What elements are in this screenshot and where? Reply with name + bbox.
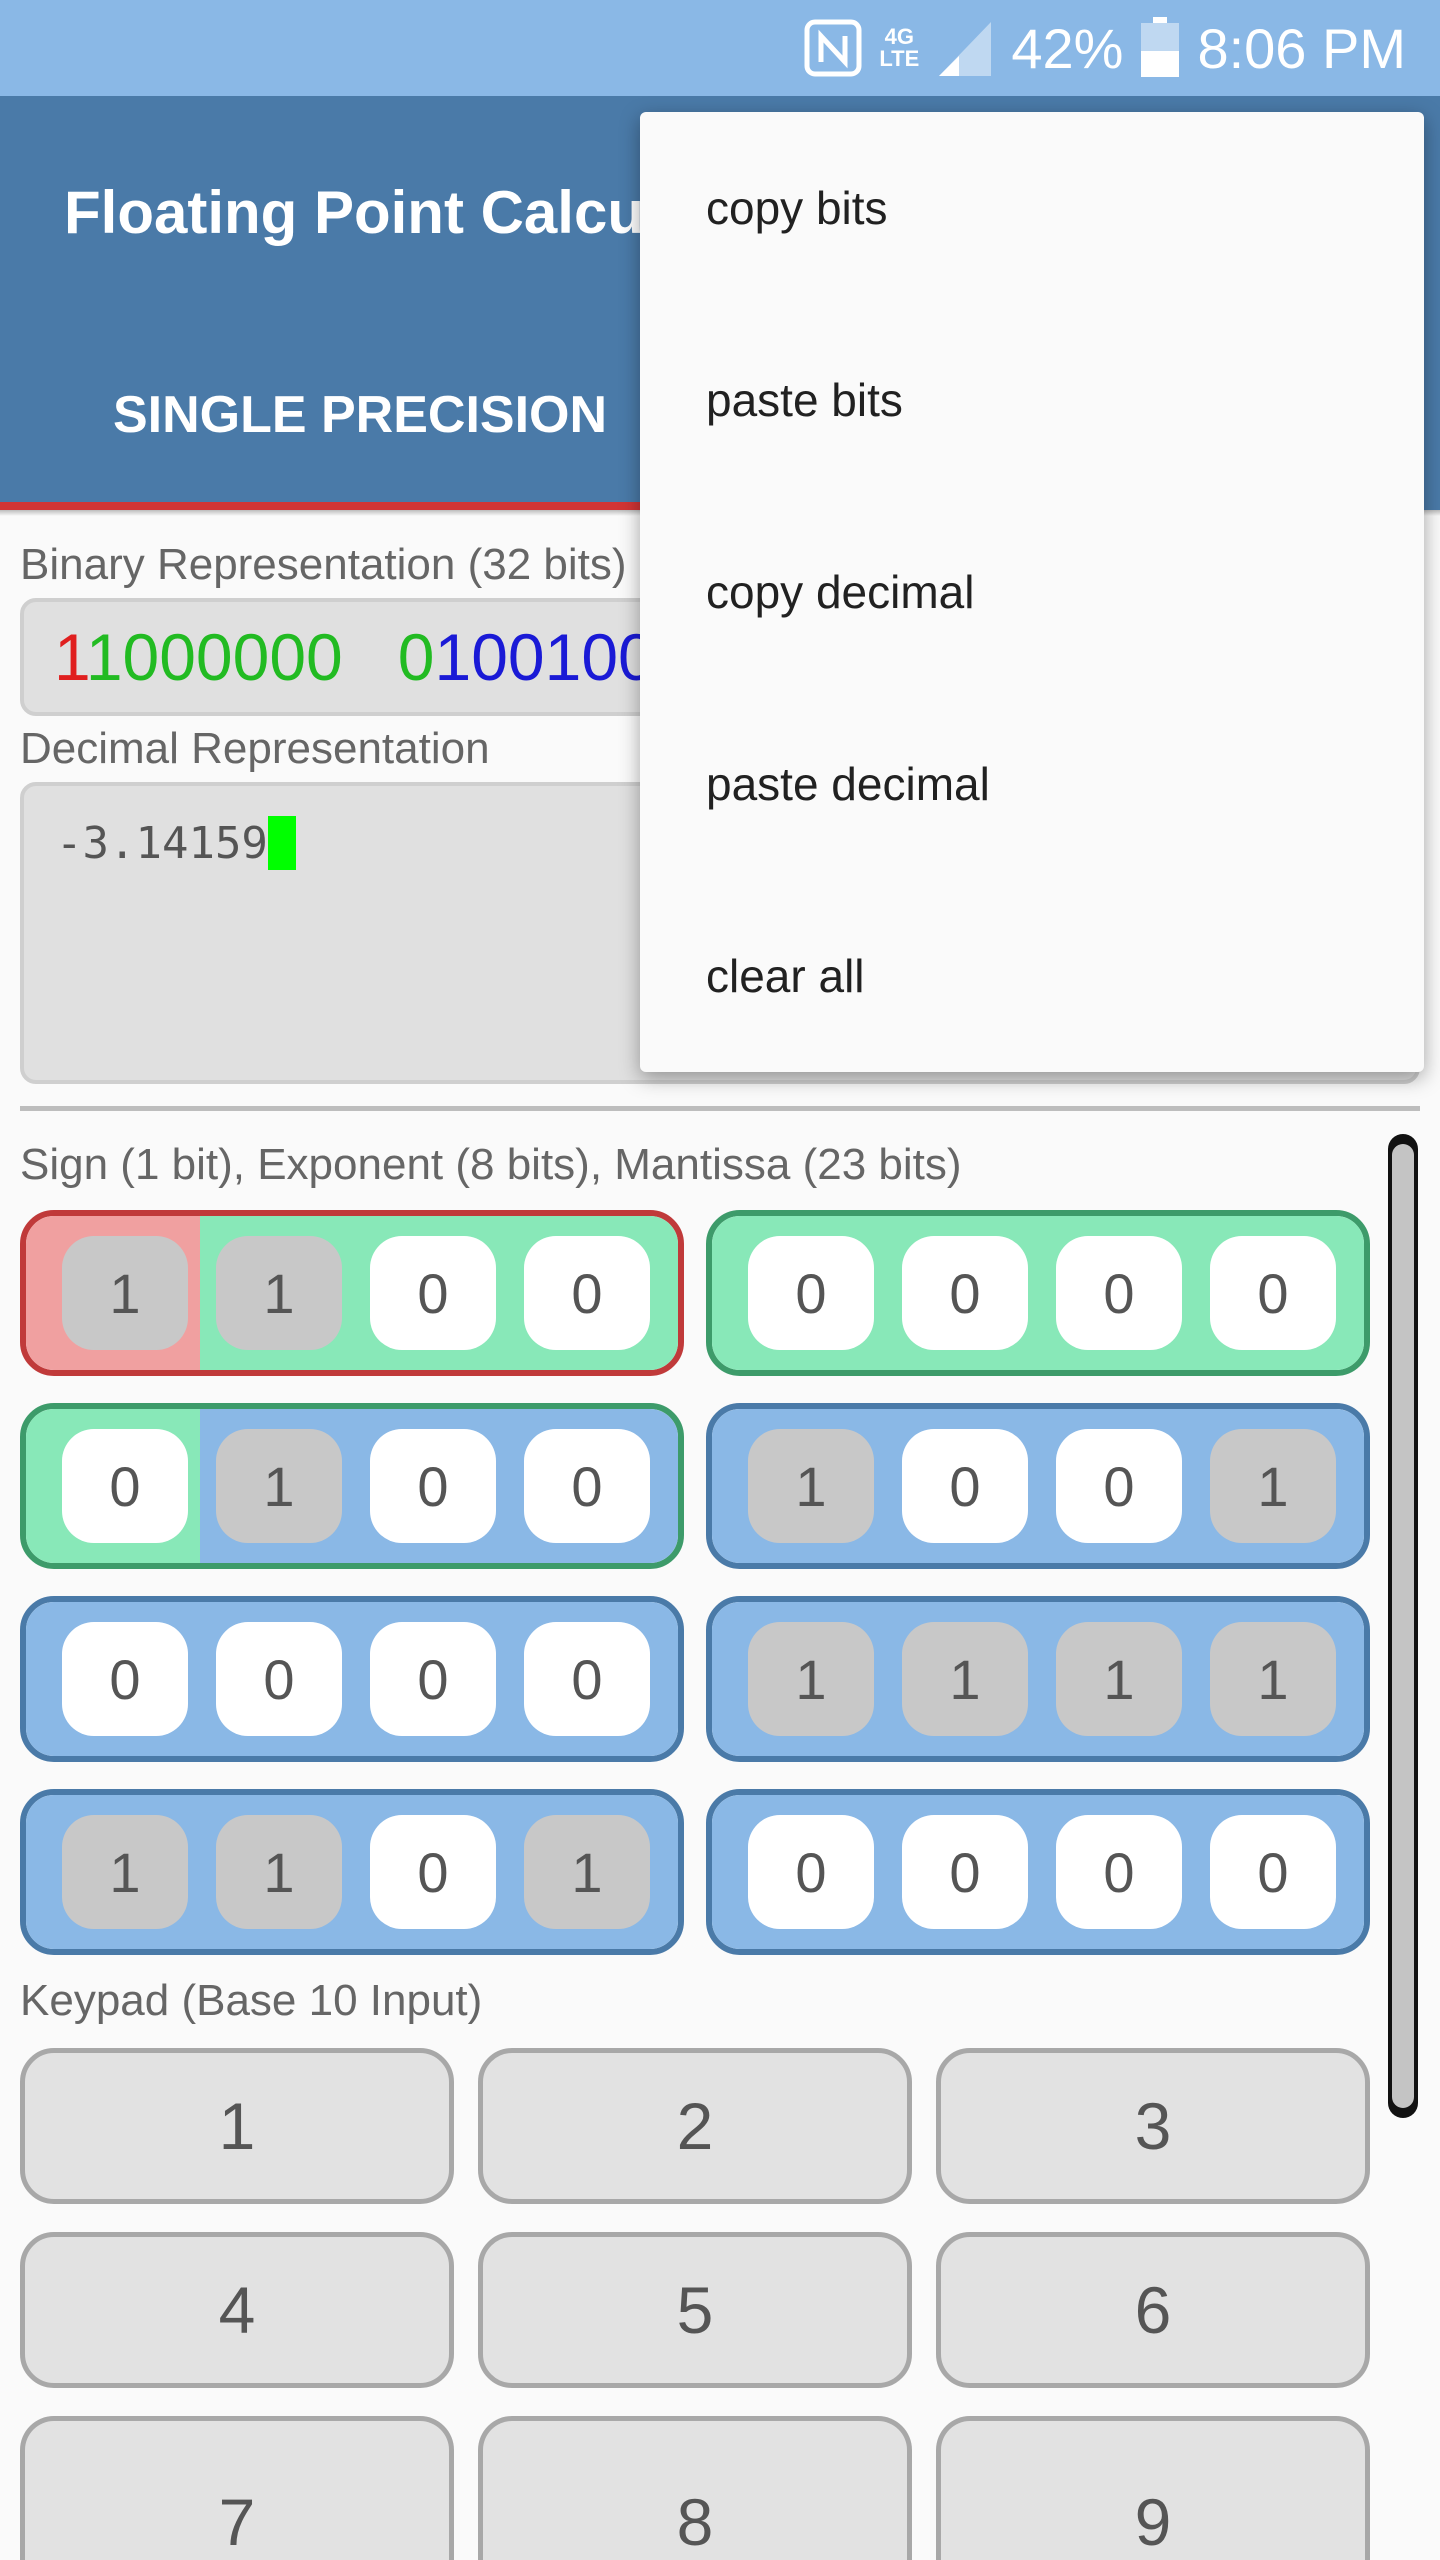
bit-toggle[interactable]: 1 bbox=[902, 1622, 1028, 1736]
bit-toggle[interactable]: 0 bbox=[216, 1622, 342, 1736]
bit-toggle[interactable]: 0 bbox=[902, 1429, 1028, 1543]
overflow-menu: copy bits paste bits copy decimal paste … bbox=[640, 112, 1424, 1072]
bit-group: 0 1 0 0 bbox=[20, 1403, 684, 1569]
bit-toggle[interactable]: 1 bbox=[1210, 1622, 1336, 1736]
bit-toggle[interactable]: 1 bbox=[62, 1236, 188, 1350]
key-6[interactable]: 6 bbox=[936, 2232, 1370, 2388]
bit-toggle[interactable]: 0 bbox=[748, 1815, 874, 1929]
bit-group: 0 0 0 0 bbox=[20, 1596, 684, 1762]
bit-toggle[interactable]: 1 bbox=[748, 1622, 874, 1736]
bit-toggle[interactable]: 0 bbox=[748, 1236, 874, 1350]
bit-toggle[interactable]: 1 bbox=[216, 1815, 342, 1929]
battery-percent: 42% bbox=[1011, 16, 1124, 80]
menu-item-paste-decimal[interactable]: paste decimal bbox=[706, 758, 990, 810]
key-2[interactable]: 2 bbox=[478, 2048, 912, 2204]
bit-toggle[interactable]: 0 bbox=[370, 1622, 496, 1736]
key-4[interactable]: 4 bbox=[20, 2232, 454, 2388]
bit-toggle[interactable]: 0 bbox=[1210, 1236, 1336, 1350]
menu-item-clear-all[interactable]: clear all bbox=[706, 950, 865, 1002]
bit-toggle[interactable]: 1 bbox=[1056, 1622, 1182, 1736]
signal-icon bbox=[939, 22, 992, 76]
bit-toggle[interactable]: 1 bbox=[1210, 1429, 1336, 1543]
key-8[interactable]: 8 bbox=[478, 2416, 912, 2560]
text-cursor bbox=[267, 816, 296, 870]
key-1[interactable]: 1 bbox=[20, 2048, 454, 2204]
bit-toggle[interactable]: 0 bbox=[370, 1236, 496, 1350]
clock: 8:06 PM bbox=[1197, 16, 1406, 80]
binary-sign: 1 bbox=[54, 620, 86, 694]
bit-toggle[interactable]: 0 bbox=[1056, 1429, 1182, 1543]
key-5[interactable]: 5 bbox=[478, 2232, 912, 2388]
bit-toggle[interactable]: 0 bbox=[524, 1429, 650, 1543]
binary-exponent-rest: 0 bbox=[397, 620, 435, 694]
binary-mantissa: 100100 bbox=[434, 620, 655, 694]
bit-toggle[interactable]: 0 bbox=[524, 1622, 650, 1736]
bit-toggle[interactable]: 0 bbox=[1056, 1815, 1182, 1929]
bit-toggle[interactable]: 1 bbox=[62, 1815, 188, 1929]
tab-indicator bbox=[0, 502, 720, 510]
key-7[interactable]: 7 bbox=[20, 2416, 454, 2560]
binary-exponent: 1000000 bbox=[85, 620, 343, 694]
key-3[interactable]: 3 bbox=[936, 2048, 1370, 2204]
keypad-label: Keypad (Base 10 Input) bbox=[20, 1976, 483, 2025]
bit-group: 1 1 1 1 bbox=[706, 1596, 1370, 1762]
menu-item-copy-bits[interactable]: copy bits bbox=[706, 182, 888, 234]
bit-group: 0 0 0 0 bbox=[706, 1210, 1370, 1376]
bit-toggle[interactable]: 0 bbox=[1056, 1236, 1182, 1350]
binary-label: Binary Representation (32 bits) bbox=[20, 540, 627, 589]
bit-toggle[interactable]: 0 bbox=[902, 1815, 1028, 1929]
nfc-icon bbox=[804, 19, 862, 77]
key-9[interactable]: 9 bbox=[936, 2416, 1370, 2560]
bit-group: 1 1 0 0 bbox=[20, 1210, 684, 1376]
bit-toggle[interactable]: 0 bbox=[902, 1236, 1028, 1350]
scrollbar-thumb[interactable] bbox=[1392, 1144, 1414, 2108]
bit-group: 1 1 0 1 bbox=[20, 1789, 684, 1955]
bit-toggle[interactable]: 1 bbox=[524, 1815, 650, 1929]
bits-label: Sign (1 bit), Exponent (8 bits), Mantiss… bbox=[20, 1140, 962, 1189]
bit-toggle[interactable]: 0 bbox=[1210, 1815, 1336, 1929]
bit-group: 0 0 0 0 bbox=[706, 1789, 1370, 1955]
bit-toggle[interactable]: 0 bbox=[62, 1622, 188, 1736]
bit-toggle[interactable]: 1 bbox=[216, 1429, 342, 1543]
menu-item-copy-decimal[interactable]: copy decimal bbox=[706, 566, 975, 618]
bit-group: 1 0 0 1 bbox=[706, 1403, 1370, 1569]
bit-toggle[interactable]: 0 bbox=[62, 1429, 188, 1543]
scrollbar[interactable] bbox=[1388, 1134, 1418, 2118]
decimal-value: -3.14159 bbox=[56, 818, 268, 869]
battery-icon bbox=[1141, 17, 1180, 77]
bit-toggle[interactable]: 1 bbox=[748, 1429, 874, 1543]
bit-toggle[interactable]: 0 bbox=[370, 1815, 496, 1929]
tab-single-precision[interactable]: SINGLE PRECISION bbox=[112, 386, 608, 444]
bit-toggle[interactable]: 1 bbox=[216, 1236, 342, 1350]
bit-toggle[interactable]: 0 bbox=[370, 1429, 496, 1543]
menu-item-paste-bits[interactable]: paste bits bbox=[706, 374, 903, 426]
divider bbox=[20, 1106, 1420, 1111]
bit-toggle[interactable]: 0 bbox=[524, 1236, 650, 1350]
decimal-label: Decimal Representation bbox=[20, 724, 490, 773]
